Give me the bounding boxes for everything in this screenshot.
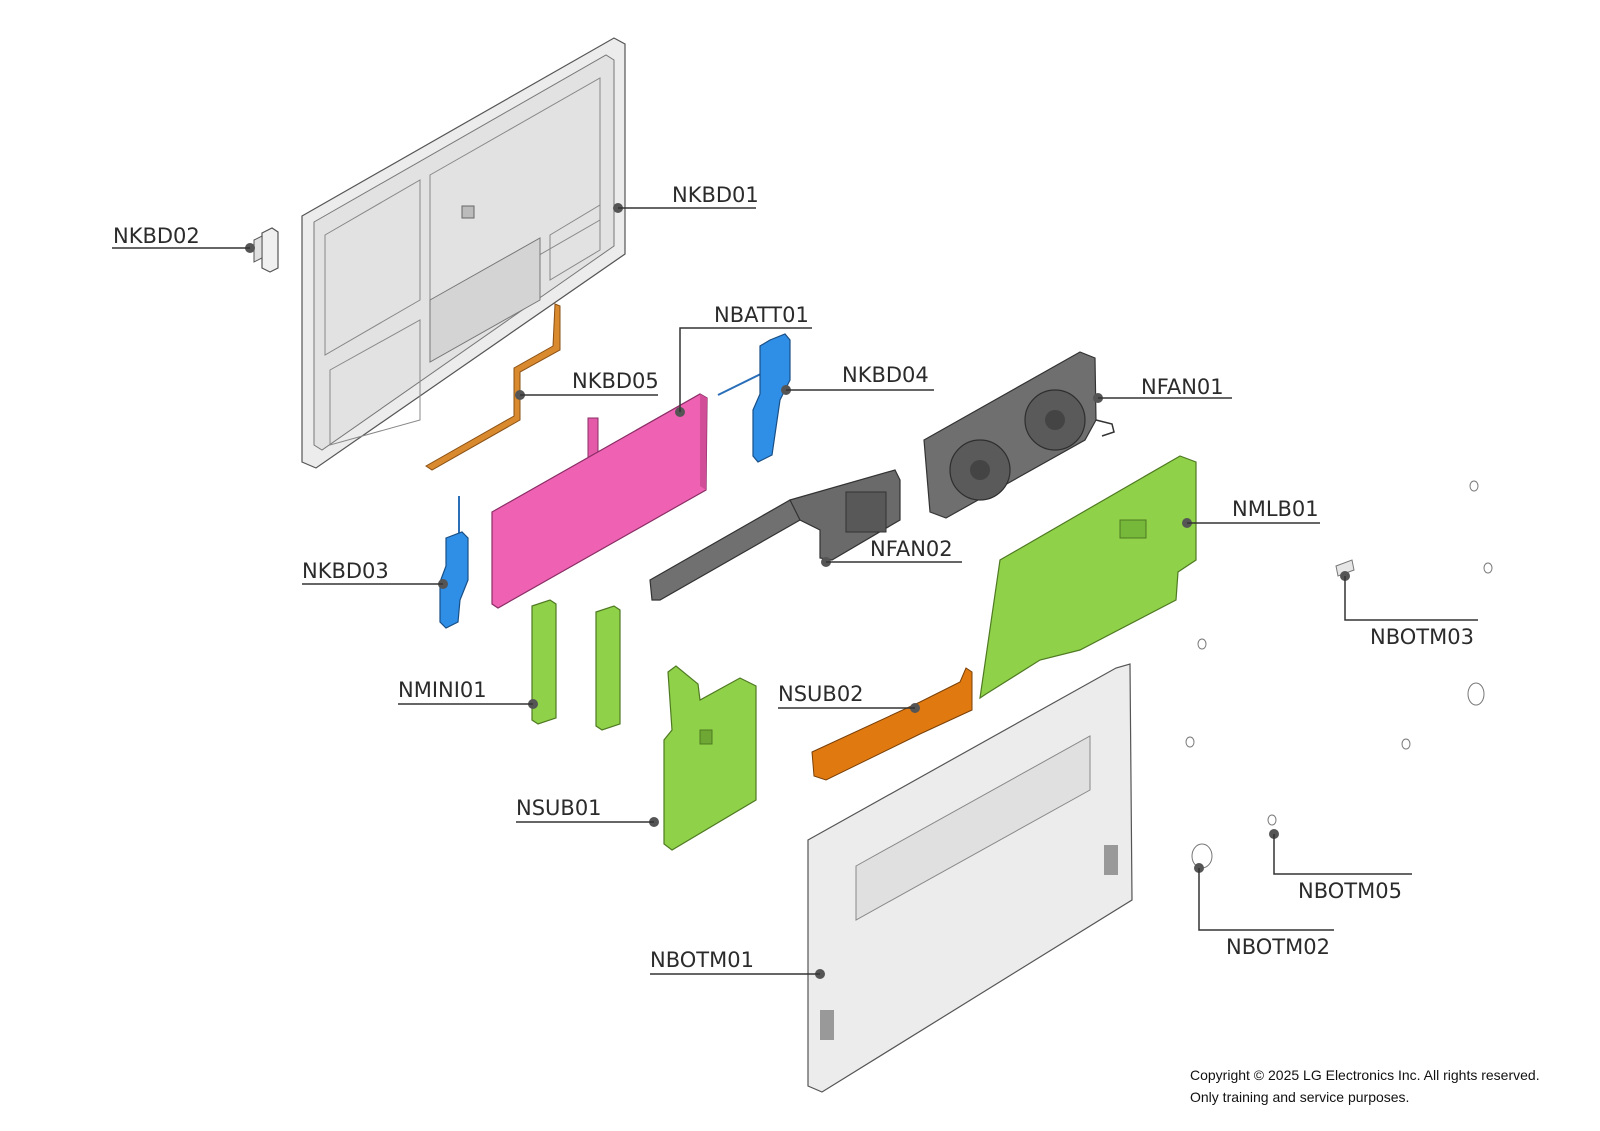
label-nbotm02: NBOTM02 <box>1226 935 1330 959</box>
battery-part <box>491 393 708 609</box>
label-nkbd04: NKBD04 <box>842 363 929 387</box>
leader-lines <box>112 207 1478 975</box>
label-nbotm03: NBOTM03 <box>1370 625 1474 649</box>
heat-pipe-part <box>649 469 901 601</box>
dual-fan-part <box>923 351 1115 519</box>
label-nmini01: NMINI01 <box>398 678 487 702</box>
main-board-part <box>979 455 1197 700</box>
bottom-case-part <box>807 663 1133 1093</box>
hinge-clip-part <box>245 227 279 273</box>
label-nbotm01: NBOTM01 <box>650 948 754 972</box>
copyright-notice: Copyright © 2025 LG Electronics Inc. All… <box>1190 1064 1540 1108</box>
label-nfan01: NFAN01 <box>1141 375 1224 399</box>
label-nbatt01: NBATT01 <box>714 303 809 327</box>
speaker-left-part <box>438 496 469 629</box>
label-nmlb01: NMLB01 <box>1232 497 1319 521</box>
label-nkbd02: NKBD02 <box>113 224 200 248</box>
ssd-modules-part <box>528 599 621 731</box>
label-nsub01: NSUB01 <box>516 796 602 820</box>
label-nbotm05: NBOTM05 <box>1298 879 1402 903</box>
label-nkbd03: NKBD03 <box>302 559 389 583</box>
label-nkbd05: NKBD05 <box>572 369 659 393</box>
copyright-line: Copyright © 2025 LG Electronics Inc. All… <box>1190 1067 1540 1083</box>
sub-board-left-part <box>649 665 757 851</box>
purpose-line: Only training and service purposes. <box>1190 1089 1410 1105</box>
bottom-feet-parts <box>1185 480 1493 873</box>
label-nsub02: NSUB02 <box>778 682 864 706</box>
label-nkbd01: NKBD01 <box>672 183 759 207</box>
label-nfan02: NFAN02 <box>870 537 953 561</box>
speaker-right-part <box>717 333 791 463</box>
top-case-part <box>301 37 626 469</box>
